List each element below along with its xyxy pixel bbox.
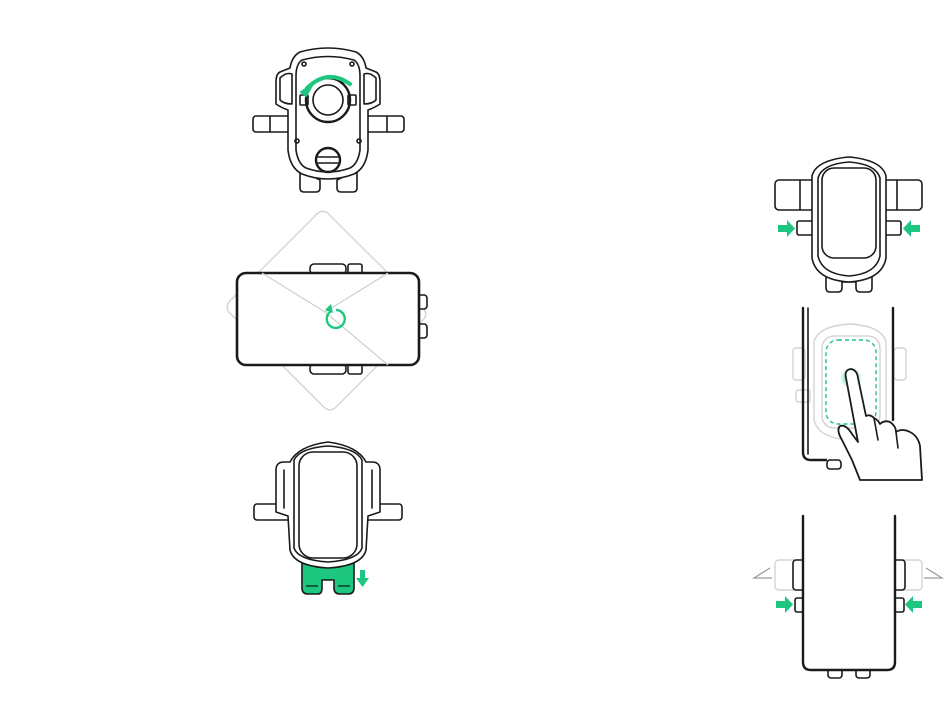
arrow-right-icon [776, 596, 793, 613]
phone-landscape [237, 273, 419, 365]
mount-front-view [276, 442, 380, 568]
step-attach-vent-clip [254, 442, 402, 594]
step-loosen-knob [253, 48, 404, 192]
phone-portrait [803, 516, 895, 670]
step-arms-close [754, 516, 942, 678]
mount-front-view [812, 157, 886, 282]
arrow-left-icon [903, 220, 920, 237]
step-press-trigger [793, 308, 922, 480]
step-squeeze-arms [775, 157, 922, 292]
arrow-left-icon [905, 596, 922, 613]
mount-back-view [253, 48, 404, 192]
step-rotate-cradle [224, 208, 429, 413]
arrow-down-icon [356, 570, 369, 587]
arrow-right-icon [778, 220, 795, 237]
